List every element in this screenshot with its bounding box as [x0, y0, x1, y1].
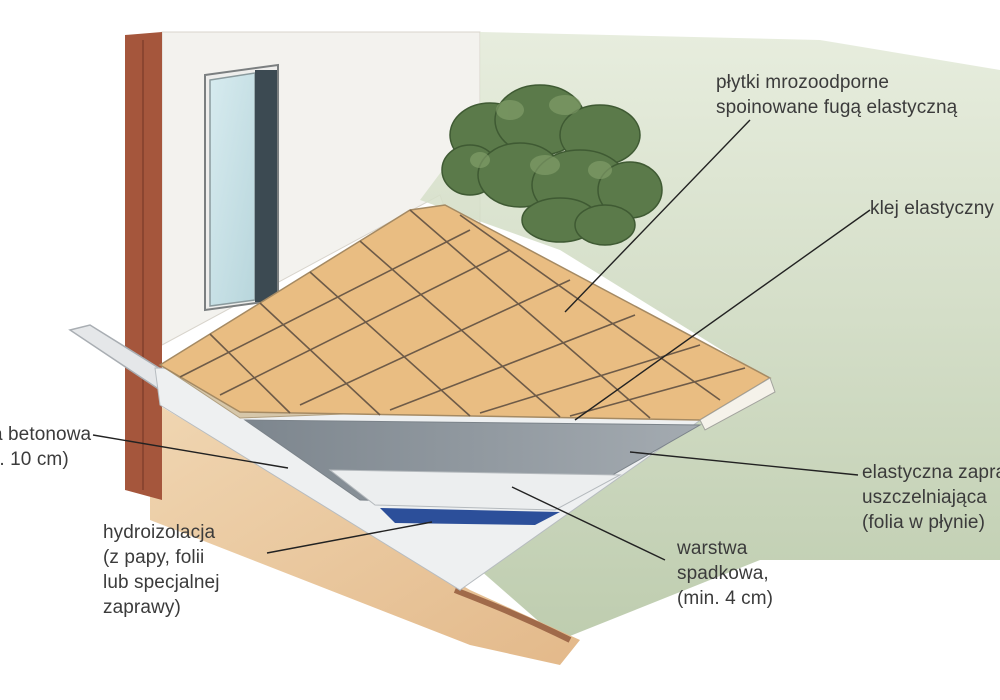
label-tiles-line2: spoinowane fugą elastyczną — [716, 97, 958, 118]
leader-membrane — [629, 451, 859, 476]
label-tiles-line1: płytki mrozoodporne — [716, 72, 889, 93]
label-tiles: płytki mrozoodporne spoinowane fugą elas… — [716, 70, 957, 120]
label-waterproofing-line3: lub specjalnej — [103, 572, 220, 593]
label-waterproofing-line1: hydroizolacja — [103, 522, 216, 543]
label-membrane-line3: (folia w płynie) — [862, 512, 986, 533]
label-slab: płyta betonowa (min. 10 cm) — [0, 422, 91, 472]
label-membrane-line2: uszczelniająca — [862, 487, 987, 508]
label-screed-line3: (min. 4 cm) — [677, 588, 774, 609]
leader-lines — [92, 119, 871, 561]
label-screed: warstwa spadkowa, (min. 4 cm) — [677, 536, 773, 611]
label-waterproofing-line2: (z papy, folii — [103, 547, 205, 568]
label-membrane: elastyczna zaprawa uszczelniająca (folia… — [862, 460, 1000, 535]
leader-waterproofing — [266, 521, 433, 554]
door-glass — [209, 72, 256, 307]
label-waterproofing: hydroizolacja (z papy, folii lub specjal… — [103, 520, 220, 620]
leader-slab — [92, 434, 289, 469]
label-waterproofing-line4: zaprawy) — [103, 597, 181, 618]
soil-edge — [453, 587, 572, 643]
label-screed-line2: spadkowa, — [677, 563, 769, 584]
hydroizolacja-layer — [380, 508, 560, 525]
label-adhesive-line1: klej elastyczny — [870, 198, 994, 219]
label-slab-line2: (min. 10 cm) — [0, 449, 69, 470]
leader-adhesive — [574, 209, 871, 421]
label-membrane-line1: elastyczna zaprawa — [862, 462, 1000, 483]
label-slab-line1: płyta betonowa — [0, 424, 92, 445]
label-screed-line1: warstwa — [677, 538, 748, 559]
leader-tiles — [564, 119, 751, 313]
label-adhesive: klej elastyczny — [870, 196, 994, 221]
leader-screed — [511, 486, 666, 561]
